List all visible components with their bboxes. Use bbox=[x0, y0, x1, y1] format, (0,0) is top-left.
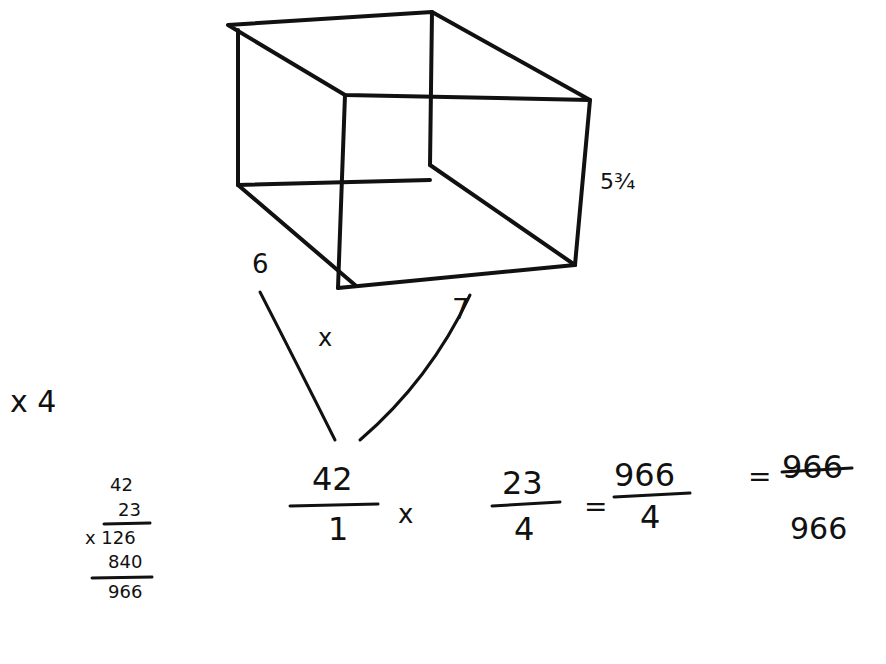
handwritten-label: 23 bbox=[118, 500, 141, 520]
handwritten-label: 966 bbox=[108, 582, 142, 602]
box-edge bbox=[236, 30, 240, 185]
handwritten-label: 966 bbox=[614, 458, 675, 493]
box-edge bbox=[430, 12, 432, 165]
handwritten-label: x bbox=[318, 325, 332, 351]
box-edge bbox=[338, 265, 575, 288]
box-edge bbox=[430, 165, 575, 265]
handwritten-label: = bbox=[584, 492, 607, 523]
handwritten-label: x bbox=[398, 500, 413, 529]
handwritten-label: 4 bbox=[514, 512, 534, 547]
handwritten-label: 1 bbox=[328, 512, 348, 547]
handwritten-label: 42 bbox=[110, 475, 133, 495]
box-top bbox=[228, 12, 590, 100]
fraction-bar bbox=[492, 502, 560, 506]
fraction-bar bbox=[614, 493, 690, 497]
handwritten-label: 23 bbox=[502, 466, 543, 501]
sum-line bbox=[92, 577, 152, 578]
handwritten-label: 6 bbox=[252, 250, 269, 279]
fraction-bar bbox=[290, 504, 378, 506]
handwritten-label: 7 bbox=[452, 295, 470, 326]
handwritten-label: = bbox=[748, 462, 771, 493]
handwritten-label: 840 bbox=[108, 552, 142, 572]
handwritten-label: 4 bbox=[640, 500, 660, 535]
handwritten-label: 966 bbox=[790, 512, 847, 545]
box-edge bbox=[238, 185, 355, 285]
arrow-curve bbox=[360, 295, 470, 440]
handwritten-label: x 4 bbox=[10, 385, 56, 418]
handwritten-label: x 126 bbox=[85, 528, 136, 548]
sum-line bbox=[104, 523, 150, 524]
arrow-curve bbox=[260, 292, 335, 440]
handwritten-label: 5¾ bbox=[600, 170, 635, 194]
box-edge bbox=[338, 95, 345, 288]
box-edge bbox=[238, 180, 430, 185]
handwritten-label: 42 bbox=[312, 462, 353, 497]
box-edge bbox=[575, 100, 590, 265]
handwritten-label: 966 bbox=[782, 450, 843, 485]
